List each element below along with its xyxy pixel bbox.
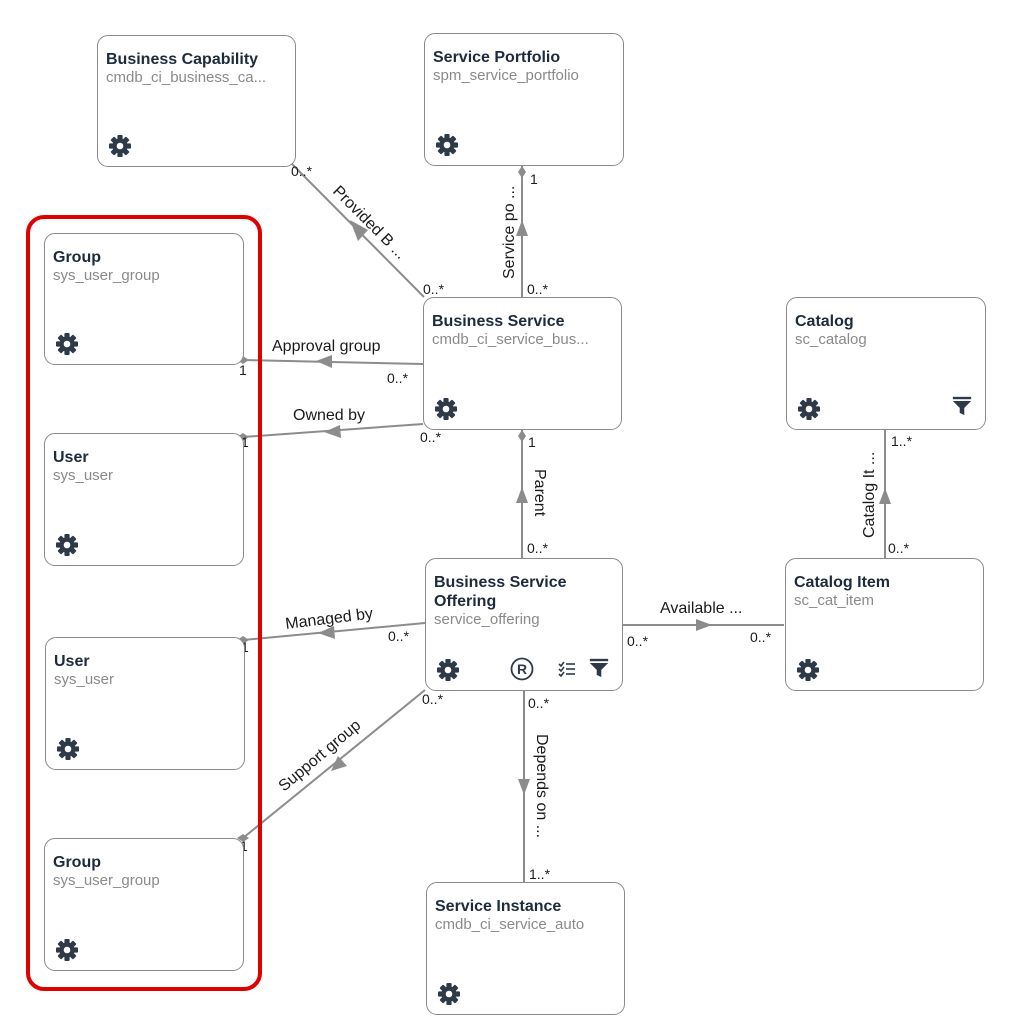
edge-available-label: Available ... [660,600,742,617]
mult-depends-on-offering: 0..* [528,695,550,711]
node-table-name: sc_cat_item [794,592,875,609]
mult-depends-on-instance: 1..* [529,866,551,882]
node-business-service-offering[interactable]: Business Service Offering service_offeri… [425,558,623,691]
mult-service-portfolio-one: 1 [530,171,538,187]
mult-provided-by-capability: 0..* [291,163,313,179]
registered-r-icon[interactable]: R [510,657,534,681]
node-title: Catalog Item [794,574,891,591]
edge-support-group-label: Support group [276,717,365,795]
node-title: User [54,653,90,670]
edge-support-group-arrow [331,756,347,771]
mult-support-group-many: 0..* [422,691,444,707]
node-table-name: sc_catalog [795,331,867,348]
edge-approval-group-label: Approval group [272,338,381,355]
gear-icon[interactable] [796,658,820,682]
edge-depends-on-label: Depends on ... [533,734,550,838]
gear-icon[interactable] [436,658,460,682]
diamond-parent [518,430,526,442]
node-title: Service Portfolio [433,49,561,66]
node-title: Catalog [795,313,854,330]
checklist-icon[interactable] [557,659,577,679]
edge-service-portfolio-arrow [516,220,528,236]
filter-funnel-icon[interactable] [588,657,610,679]
highlight-box [26,215,262,991]
node-table-name: cmdb_ci_service_auto [435,916,585,933]
node-title: Group [53,249,101,266]
node-table-name: spm_service_portfolio [433,67,579,84]
mult-parent-one: 1 [528,434,536,450]
node-title: Business Service Offering [434,574,567,610]
node-title: User [53,449,89,466]
node-user-bottom[interactable]: User sys_user [45,637,245,770]
edge-owned-by-arrow [324,425,341,438]
gear-icon[interactable] [797,397,821,421]
mult-owned-by-one: 1 [241,434,249,450]
mult-parent-many: 0..* [527,540,549,556]
gear-icon[interactable] [434,397,458,421]
node-group-top[interactable]: Group sys_user_group [44,233,244,365]
edge-approval-group-line [242,359,424,365]
mult-catalog-it-catalog: 1..* [891,433,913,449]
edge-catalog-it-arrow [879,488,891,504]
node-table-name: service_offering [434,611,540,628]
edge-provided-by-label: Provided B ... [329,183,409,263]
node-service-instance[interactable]: Service Instance cmdb_ci_service_auto [426,882,625,1015]
node-business-capability[interactable]: Business Capability cmdb_ci_business_ca.… [97,35,296,167]
node-business-service[interactable]: Business Service cmdb_ci_service_bus... [423,297,622,430]
mult-service-portfolio-many: 0..* [527,281,549,297]
mult-approval-group-one: 1 [239,362,247,378]
node-table-name: cmdb_ci_business_ca... [106,69,267,86]
node-title: Group [53,854,101,871]
edge-approval-group-arrow [316,355,332,368]
mult-owned-by-many: 0..* [420,429,442,445]
svg-text:R: R [517,661,527,677]
mult-managed-by-one: 1 [241,639,249,655]
node-title: Service Instance [435,898,562,915]
gear-icon[interactable] [108,134,132,158]
gear-icon[interactable] [435,133,459,157]
node-service-portfolio[interactable]: Service Portfolio spm_service_portfolio [424,33,624,166]
edge-owned-by-label: Owned by [293,407,365,424]
mult-provided-by-service: 0..* [423,281,445,297]
node-catalog[interactable]: Catalog sc_catalog [786,297,986,430]
mult-catalog-it-item: 0..* [888,540,910,556]
edge-parent-arrow [516,487,528,503]
mult-approval-group-many: 0..* [387,370,409,386]
mult-available-item: 0..* [750,629,772,645]
mult-support-group-one: 1 [240,838,248,854]
edge-support-group-line [242,689,426,839]
mult-available-offering: 0..* [627,633,649,649]
edge-managed-by-arrow [318,626,335,639]
filter-funnel-icon[interactable] [951,395,973,417]
node-title: Business Capability [106,51,259,68]
node-user-top[interactable]: User sys_user [44,433,244,566]
edge-available-arrow [696,619,712,631]
edge-parent-label: Parent [531,469,548,517]
edge-provided-by-arrow [350,220,368,241]
edge-service-portfolio-label: Service po ... [501,186,518,279]
diamond-service-portfolio [518,166,526,178]
node-group-bottom[interactable]: Group sys_user_group [44,838,244,971]
node-catalog-item[interactable]: Catalog Item sc_cat_item [785,558,984,691]
edge-depends-on-arrow [518,779,530,795]
mult-managed-by-many: 0..* [388,628,410,644]
edge-catalog-it-label: Catalog It ... [861,452,878,538]
node-table-name: cmdb_ci_service_bus... [432,331,589,348]
node-title: Business Service [432,313,565,330]
gear-icon[interactable] [437,982,461,1006]
